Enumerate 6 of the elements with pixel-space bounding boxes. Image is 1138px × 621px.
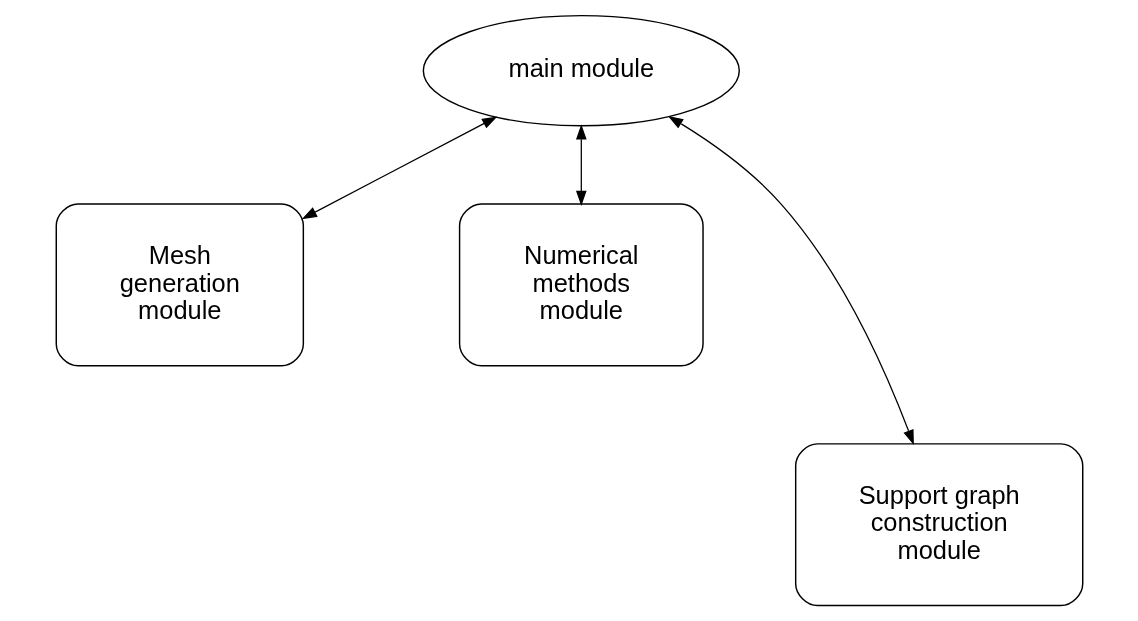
- node-box: Mesh generation module: [55, 203, 304, 367]
- node-box: Support graph construction module: [794, 443, 1083, 607]
- arrow: [667, 115, 914, 446]
- arrow: [575, 124, 587, 206]
- arrow: [301, 116, 497, 220]
- node-box: Numerical methods module: [458, 203, 704, 367]
